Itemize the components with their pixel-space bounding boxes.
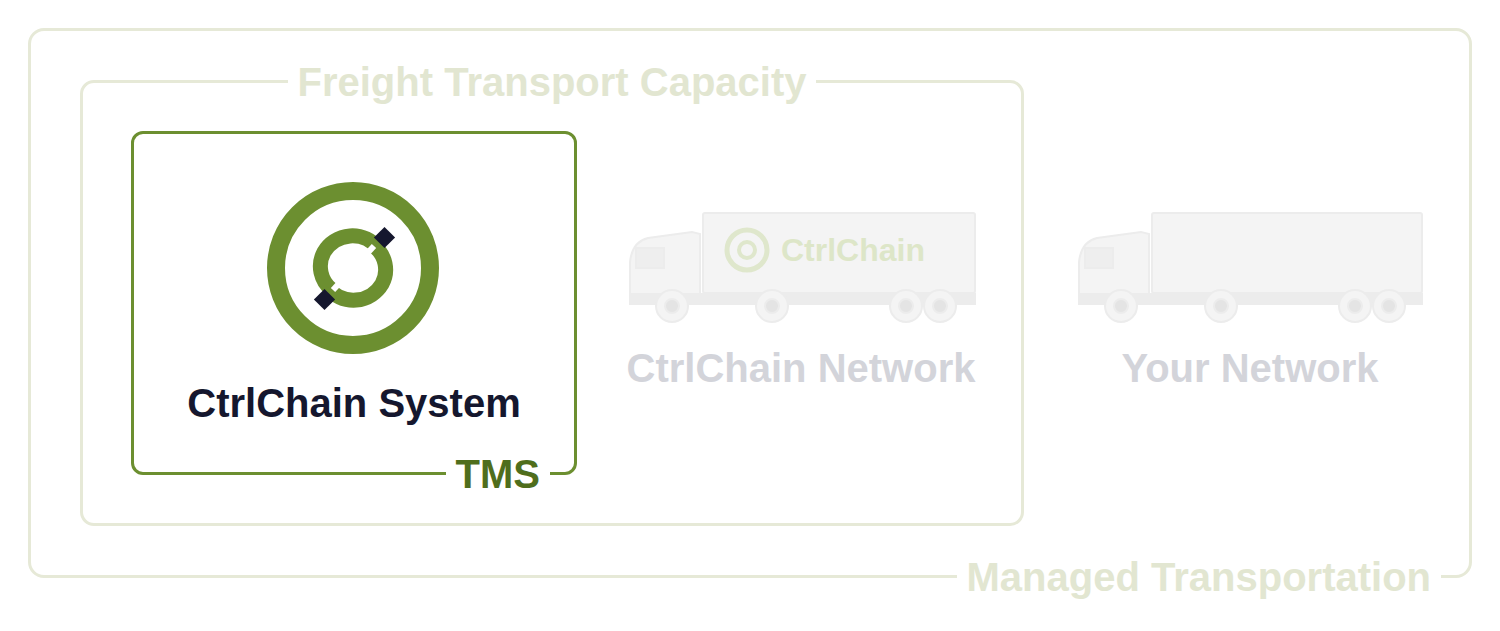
ctrlchain-logo xyxy=(276,191,430,345)
system-name: CtrlChain System xyxy=(187,380,520,426)
group-label: Freight Transport Capacity xyxy=(288,59,817,105)
tms-label: TMS xyxy=(446,451,550,497)
freight-capacity-box: Freight Transport CapacityCtrlChain Syst… xyxy=(80,80,1024,526)
truck xyxy=(630,213,975,322)
tms-box: CtrlChain SystemTMS xyxy=(131,131,577,475)
network-label: CtrlChain Network xyxy=(627,345,976,391)
trailer-brand: CtrlChain xyxy=(781,232,925,269)
truck xyxy=(1079,213,1422,322)
group-label: Managed Transportation xyxy=(957,554,1442,600)
network-label: Your Network xyxy=(1121,345,1378,391)
managed-transportation-box: Managed TransportationFreight Transport … xyxy=(28,28,1472,578)
